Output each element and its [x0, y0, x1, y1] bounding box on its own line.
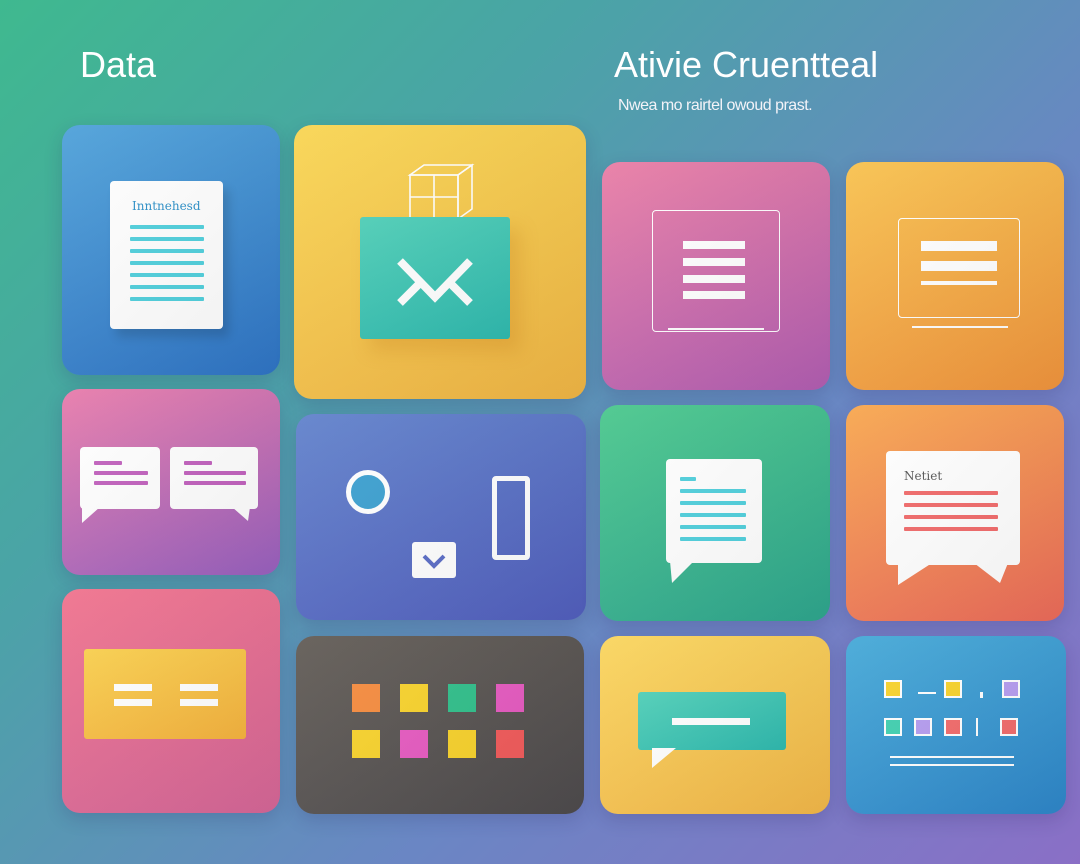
subtitle: Nwea mo rairtel owoud prast.	[618, 97, 813, 114]
tile-pixel-list[interactable]	[846, 636, 1066, 814]
tile-text-frame[interactable]	[846, 162, 1064, 390]
text-frame-icon	[898, 218, 1020, 318]
pixel-list-icon	[884, 680, 1044, 780]
box-icon	[407, 163, 475, 221]
tile-chat-pair[interactable]	[62, 389, 280, 575]
equals-icon	[84, 649, 246, 739]
tile-image-frame[interactable]	[602, 162, 830, 390]
tile-document[interactable]: Inntnehesd	[62, 125, 280, 375]
chat-bubble-icon-2	[170, 447, 258, 521]
circle-icon	[346, 470, 390, 514]
note-label: Netiet	[904, 469, 943, 483]
rectangle-icon	[492, 476, 530, 560]
text-frame-underline	[912, 326, 1008, 328]
tile-doc-chat[interactable]	[600, 405, 830, 621]
email-icon	[360, 217, 510, 339]
image-frame-icon	[652, 210, 780, 332]
right-title: Ativie Cruentteal	[614, 44, 879, 85]
tile-note-chat[interactable]: Netiet	[846, 405, 1064, 621]
color-grid-icon	[352, 684, 532, 764]
tile-box-email[interactable]	[294, 125, 586, 399]
left-title: Data	[80, 44, 157, 85]
chat-note-icon: Netiet	[886, 451, 1020, 585]
tile-chat-bar[interactable]	[600, 636, 830, 814]
tile-shapes[interactable]	[296, 414, 586, 620]
tile-buttons[interactable]	[62, 589, 280, 813]
frame-underline	[668, 328, 764, 330]
document-label: Inntnehesd	[132, 199, 201, 213]
chat-bubble-icon	[80, 447, 160, 523]
note-icon	[666, 459, 762, 583]
document-icon: Inntnehesd	[110, 181, 223, 329]
tile-color-grid[interactable]	[296, 636, 584, 814]
message-bar-icon	[638, 692, 786, 768]
checkbox-icon	[412, 542, 456, 578]
